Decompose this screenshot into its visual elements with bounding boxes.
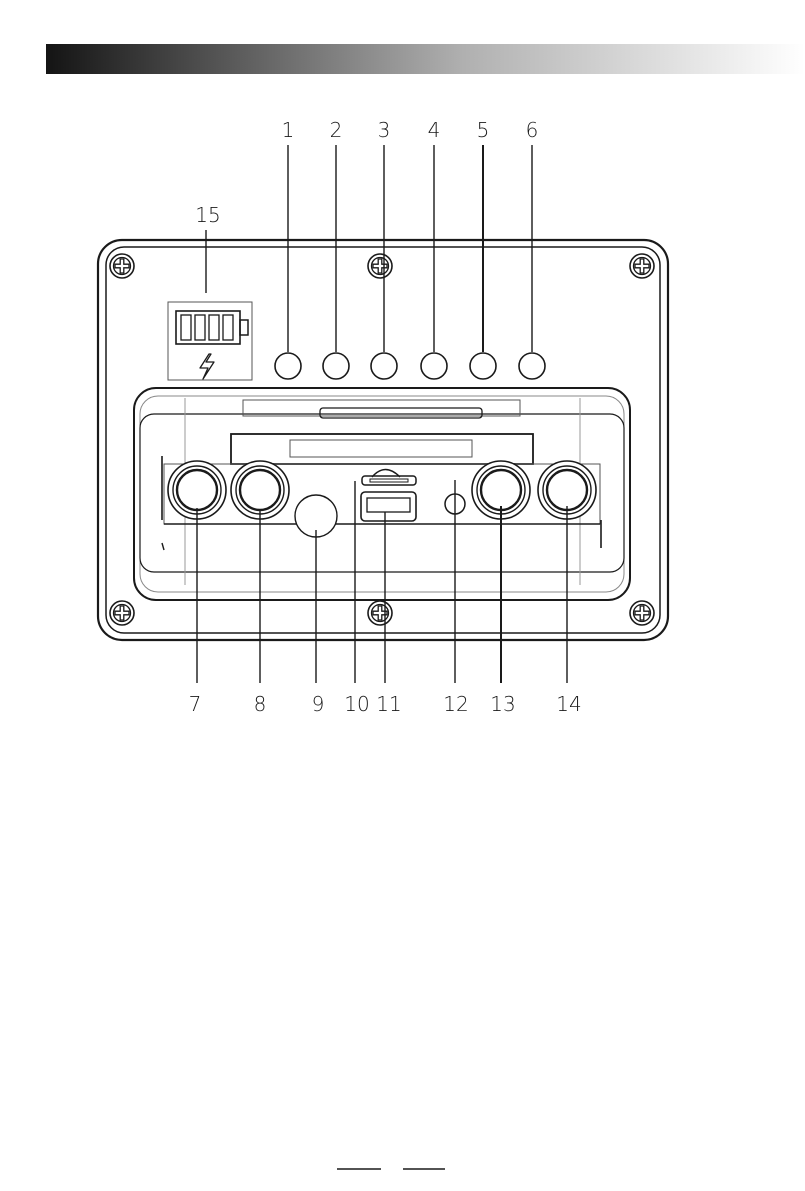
button-4[interactable] [421, 353, 447, 379]
callout-14: 14 [556, 692, 581, 716]
card-slot-10[interactable] [362, 470, 416, 486]
screw-icon [110, 601, 134, 625]
callout-13: 13 [490, 692, 515, 716]
callout-2: 2 [330, 118, 343, 142]
battery-icon [176, 311, 248, 344]
display-window [231, 434, 533, 464]
callout-6: 6 [526, 118, 539, 142]
callout-12: 12 [443, 692, 468, 716]
callout-4: 4 [428, 118, 441, 142]
header-bar [46, 44, 805, 74]
callout-1: 1 [282, 118, 295, 142]
callout-10: 10 [344, 692, 369, 716]
button-5[interactable] [470, 353, 496, 379]
button-6[interactable] [519, 353, 545, 379]
callout-9: 9 [312, 692, 325, 716]
callout-8: 8 [254, 692, 267, 716]
top-buttons [275, 353, 545, 379]
button-3[interactable] [371, 353, 397, 379]
button-2[interactable] [323, 353, 349, 379]
lightning-icon [200, 354, 214, 379]
screw-icon [368, 254, 392, 278]
callout-5: 5 [477, 118, 490, 142]
screw-icon [630, 601, 654, 625]
battery-indicator [168, 302, 252, 380]
callout-15: 15 [195, 203, 220, 227]
button-1[interactable] [275, 353, 301, 379]
callout-7: 7 [189, 692, 202, 716]
callout-11: 11 [376, 692, 401, 716]
callout-3: 3 [378, 118, 391, 142]
screw-icon [110, 254, 134, 278]
usb-port-11[interactable] [361, 492, 416, 521]
screw-icon [630, 254, 654, 278]
screw-icon [368, 601, 392, 625]
